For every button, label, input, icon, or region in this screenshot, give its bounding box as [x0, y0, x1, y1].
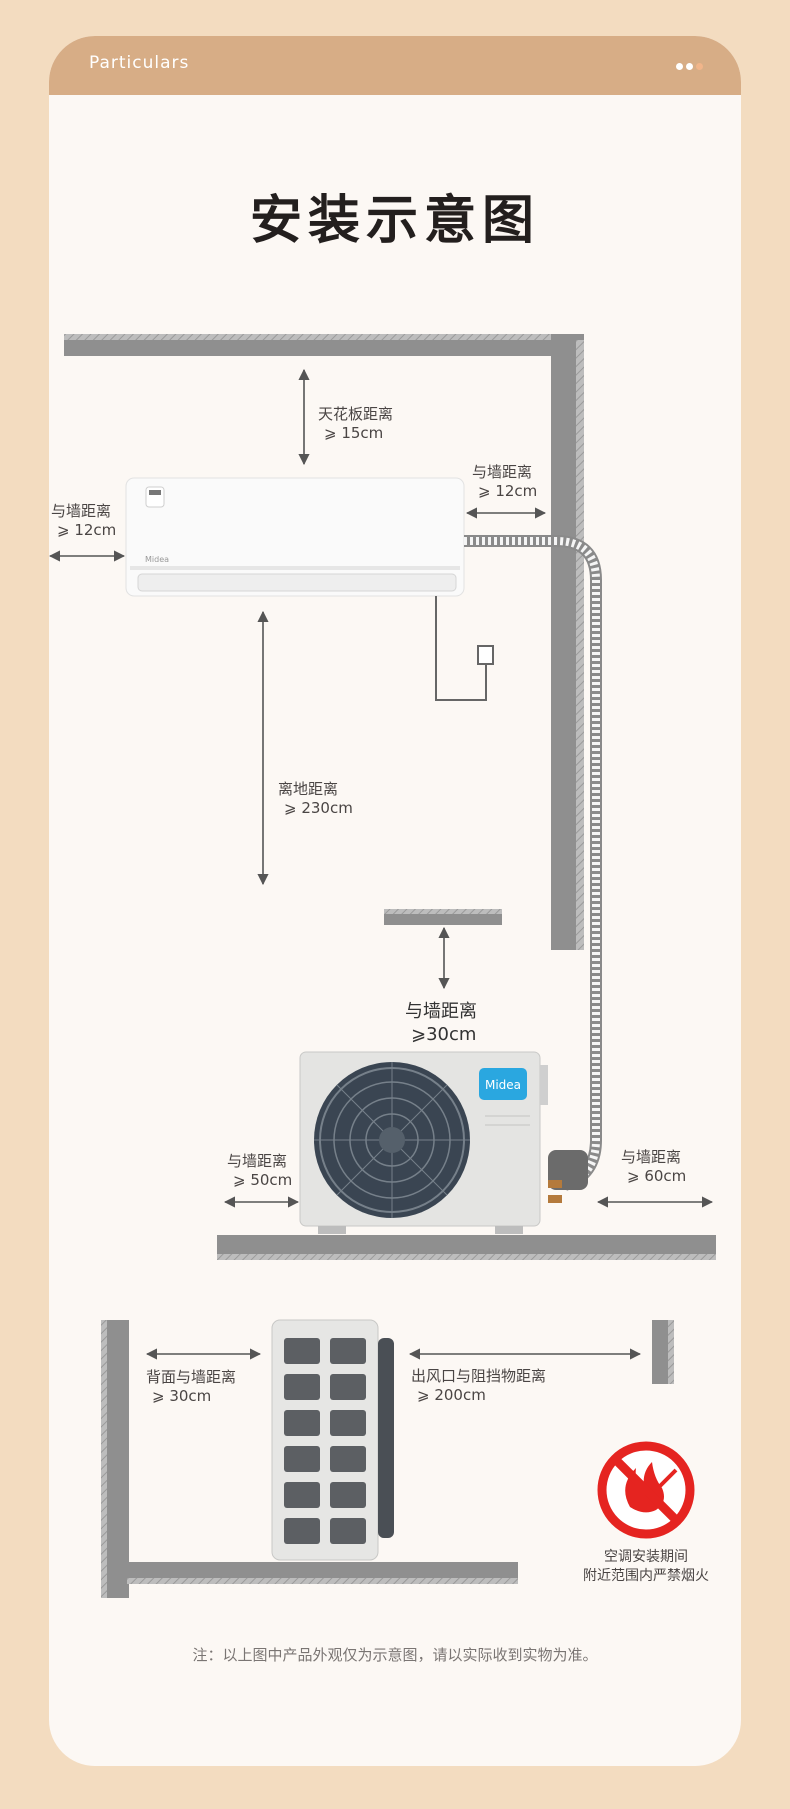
floor-distance-label: 离地距离 ⩾ 230cm: [278, 780, 353, 817]
outlet-distance-label: 出风口与阻挡物距离 ⩾ 200cm: [411, 1367, 547, 1404]
outdoor-right-wall-label: 与墙距离 ⩾ 60cm: [621, 1148, 687, 1185]
outdoor-unit-side: [271, 1319, 394, 1561]
back-wall-distance-label: 背面与墙距离 ⩾ 30cm: [146, 1368, 237, 1405]
indoor-left-wall-label: 与墙距离 ⩾ 12cm: [51, 502, 117, 539]
header-title: Particulars: [89, 53, 190, 73]
outdoor-top-wall: [384, 909, 502, 925]
ceiling-distance-label: 天花板距离 ⩾ 15cm: [318, 405, 394, 442]
indoor-right-wall-label: 与墙距离 ⩾ 12cm: [472, 463, 538, 500]
no-fire-icon: [597, 1441, 695, 1539]
outdoor-top-wall-label: 与墙距离 ⩾30cm: [405, 1001, 477, 1045]
page-title: 安装示意图: [249, 191, 540, 251]
particulars-card: Particulars: [49, 36, 741, 1766]
card-header: Particulars: [49, 36, 741, 95]
ceiling-wall: [64, 334, 584, 950]
svg-text:Midea: Midea: [485, 1078, 521, 1092]
outdoor-unit: Midea: [299, 1051, 588, 1234]
disclaimer-note: 注：以上图中产品外观仅为示意图，请以实际收到实物为准。: [192, 1646, 598, 1664]
ground-slab: [217, 1235, 716, 1260]
side-view-walls: [101, 1320, 674, 1598]
fire-warning-text: 空调安装期间 附近范围内严禁烟火: [583, 1549, 709, 1584]
svg-text:Midea: Midea: [145, 555, 169, 564]
indoor-unit: Midea: [125, 477, 465, 597]
more-dots-icon[interactable]: [676, 63, 703, 70]
outdoor-left-wall-label: 与墙距离 ⩾ 50cm: [227, 1152, 293, 1189]
